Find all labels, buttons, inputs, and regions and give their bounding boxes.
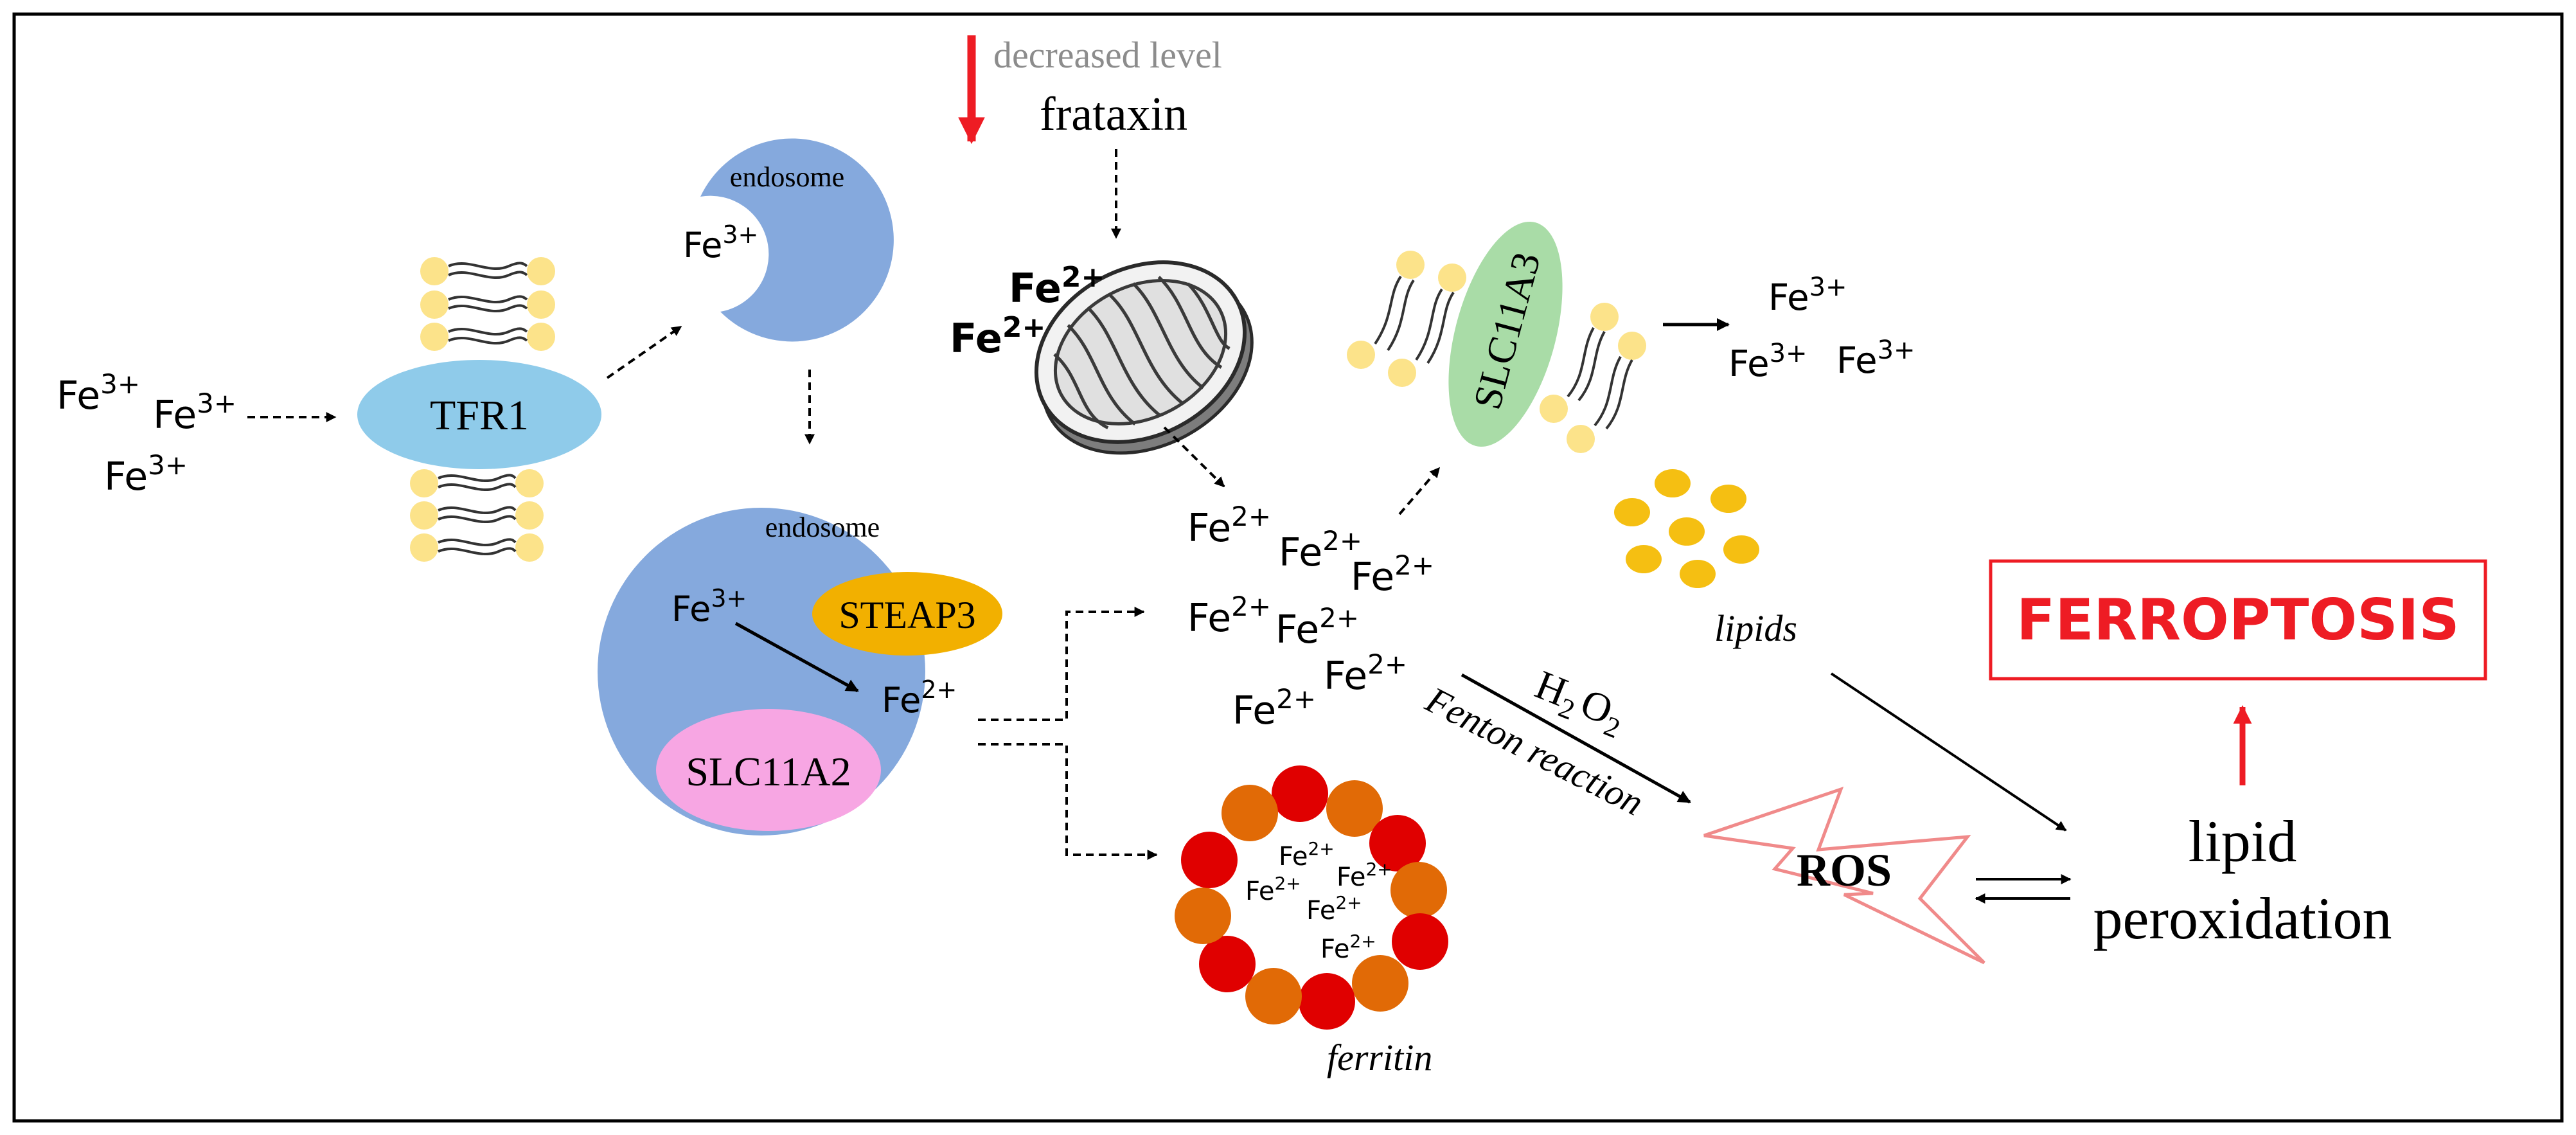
svg-text:Fe2+: Fe2+ xyxy=(1279,525,1362,575)
ferritin-shell xyxy=(1175,765,1448,1030)
svg-text:Fe2+: Fe2+ xyxy=(1320,931,1376,964)
svg-text:Fe2+: Fe2+ xyxy=(1279,838,1335,871)
svg-text:Fe3+: Fe3+ xyxy=(57,368,140,418)
svg-text:Fe3+: Fe3+ xyxy=(1768,273,1847,319)
slc11a3-membrane-right xyxy=(1540,303,1646,453)
ferritin-label: ferritin xyxy=(1327,1037,1432,1078)
arrow-fenton xyxy=(1461,673,1691,804)
svg-text:Fe3+: Fe3+ xyxy=(1836,335,1915,382)
mito-fe2-a: Fe2+ xyxy=(1009,261,1105,312)
slc11a3-transporter xyxy=(1448,221,1563,447)
endosome-fe3: Fe3+ xyxy=(671,584,747,629)
slc11a2-label: SLC11A2 xyxy=(686,749,851,794)
svg-text:Fe2+: Fe2+ xyxy=(1351,550,1434,600)
ferroptosis-label: FERROPTOSIS xyxy=(2016,587,2459,653)
steap3-enzyme xyxy=(812,572,1002,656)
svg-text:Fe2+: Fe2+ xyxy=(1187,501,1271,551)
svg-text:Fe3+: Fe3+ xyxy=(153,388,236,438)
mitochondrion-icon xyxy=(1034,260,1254,455)
extracellular-iron: Fe3+ Fe3+ Fe3+ xyxy=(57,368,236,499)
frataxin-label: frataxin xyxy=(1040,88,1187,141)
svg-text:Fe2+: Fe2+ xyxy=(1306,892,1362,925)
arrow-pool-to-slc11a3 xyxy=(1398,467,1441,515)
peroxidation-label: peroxidation xyxy=(2093,886,2392,951)
tfr1-receptor xyxy=(357,360,601,469)
svg-text:Fe2+: Fe2+ xyxy=(1275,602,1359,652)
svg-text:Fe2+: Fe2+ xyxy=(1245,873,1301,906)
endosome-top-label: endosome xyxy=(730,161,844,193)
svg-text:Fe3+: Fe3+ xyxy=(1728,339,1808,385)
steap3-label: STEAP3 xyxy=(839,594,975,636)
arrow-mito-to-pool xyxy=(1163,426,1225,488)
ferritin-iron: Fe2+ Fe2+ Fe2+ Fe2+ Fe2+ xyxy=(1245,838,1392,964)
svg-text:Fe3+: Fe3+ xyxy=(104,449,188,499)
arrow-lipids-to-peroxidation xyxy=(1830,672,2067,832)
tfr1-membrane-bottom xyxy=(410,469,544,562)
endosome-top-fe3: Fe3+ xyxy=(683,220,758,265)
endosome-bottom-label: endosome xyxy=(765,512,880,543)
mito-fe2-b: Fe2+ xyxy=(950,311,1045,362)
svg-text:Fe2+: Fe2+ xyxy=(1324,648,1407,699)
decreased-level-label: decreased level xyxy=(993,34,1222,76)
arrow-tfr1-to-endosome xyxy=(606,325,682,379)
svg-text:Fe2+: Fe2+ xyxy=(1187,591,1271,641)
ferroptosis-box xyxy=(1989,559,2487,681)
ros-label: ROS xyxy=(1797,845,1892,896)
tfr1-membrane-top xyxy=(420,257,555,351)
exported-iron: Fe3+ Fe3+ Fe3+ xyxy=(1728,273,1915,385)
slc11a3-membrane-left xyxy=(1347,251,1466,387)
h2o2-label: H2O2 xyxy=(1527,661,1632,744)
arrow-endosome-to-pool xyxy=(978,607,1145,721)
tfr1-label: TFR1 xyxy=(430,392,529,439)
slc11a2-transporter xyxy=(656,709,881,831)
svg-text:Fe2+: Fe2+ xyxy=(1337,859,1392,892)
figure-border xyxy=(12,12,2564,1123)
endosome-fe2: Fe2+ xyxy=(882,675,957,720)
lipid-droplets xyxy=(1614,469,1759,588)
svg-text:Fe2+: Fe2+ xyxy=(1232,683,1316,733)
lipids-label: lipids xyxy=(1714,607,1797,649)
labile-iron-pool: Fe2+ Fe2+ Fe2+ Fe2+ Fe2+ Fe2+ Fe2+ xyxy=(1187,501,1434,733)
endosome-top-shape xyxy=(700,138,894,342)
arrow-endosome-to-ferritin xyxy=(978,743,1158,860)
lipid-label: lipid xyxy=(2189,809,2297,874)
ros-lightning xyxy=(1703,786,1985,965)
arrow-fe3-to-fe2 xyxy=(734,621,859,693)
